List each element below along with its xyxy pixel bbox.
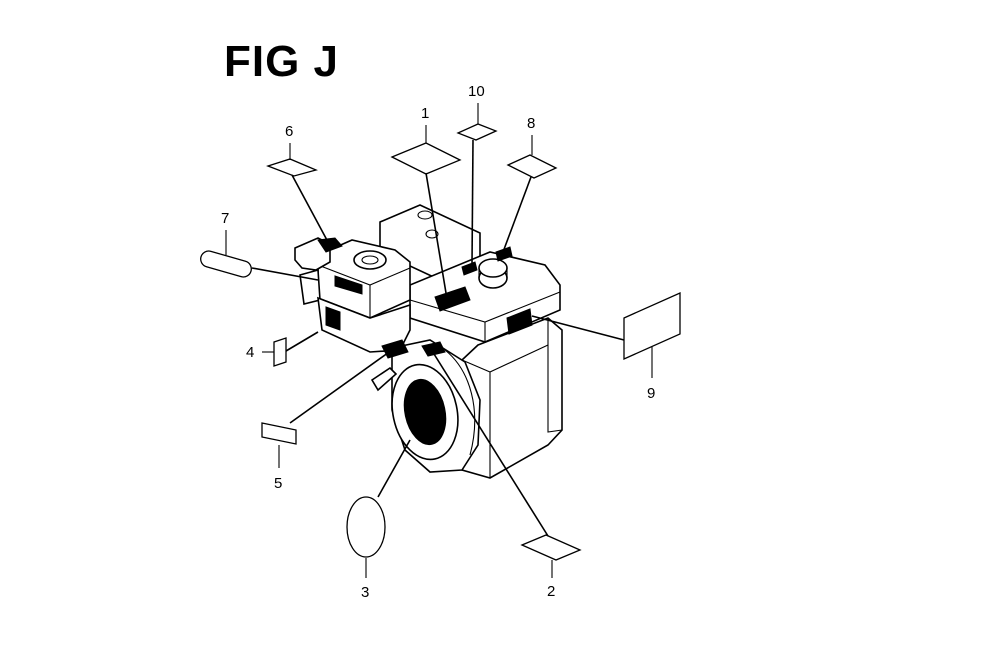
callout-10: 10 xyxy=(468,83,485,100)
callout-6: 6 xyxy=(285,123,293,140)
callout-1: 1 xyxy=(421,105,429,122)
label-3-shape xyxy=(346,496,386,558)
label-2-shape xyxy=(520,534,582,561)
label-9-shape xyxy=(623,291,681,361)
callout-numbers: 1 2 3 4 5 6 7 8 9 10 xyxy=(221,83,655,601)
callout-8: 8 xyxy=(527,115,535,132)
callout-5: 5 xyxy=(274,475,282,492)
tank-label-patch-9 xyxy=(506,308,533,335)
label-shapes xyxy=(200,123,681,561)
label-5-shape xyxy=(261,422,297,445)
tank-label-patch-1 xyxy=(434,286,471,312)
callout-7: 7 xyxy=(221,210,229,227)
callout-4: 4 xyxy=(246,344,254,361)
tank-label-patch-10 xyxy=(461,261,478,276)
label-10-shape xyxy=(456,123,498,141)
label-7-shape xyxy=(200,250,252,278)
label-8-shape xyxy=(506,154,558,179)
tank-label-patch-8 xyxy=(495,246,513,262)
label-4-shape xyxy=(273,337,287,367)
callout-2: 2 xyxy=(547,583,555,600)
leader-lines xyxy=(225,103,653,578)
label-1-shape xyxy=(390,142,462,175)
figure-title: FIG J xyxy=(224,37,340,86)
callout-9: 9 xyxy=(647,385,655,402)
label-6-shape xyxy=(266,158,318,177)
engine-illustration xyxy=(294,204,563,479)
callout-3: 3 xyxy=(361,584,369,601)
